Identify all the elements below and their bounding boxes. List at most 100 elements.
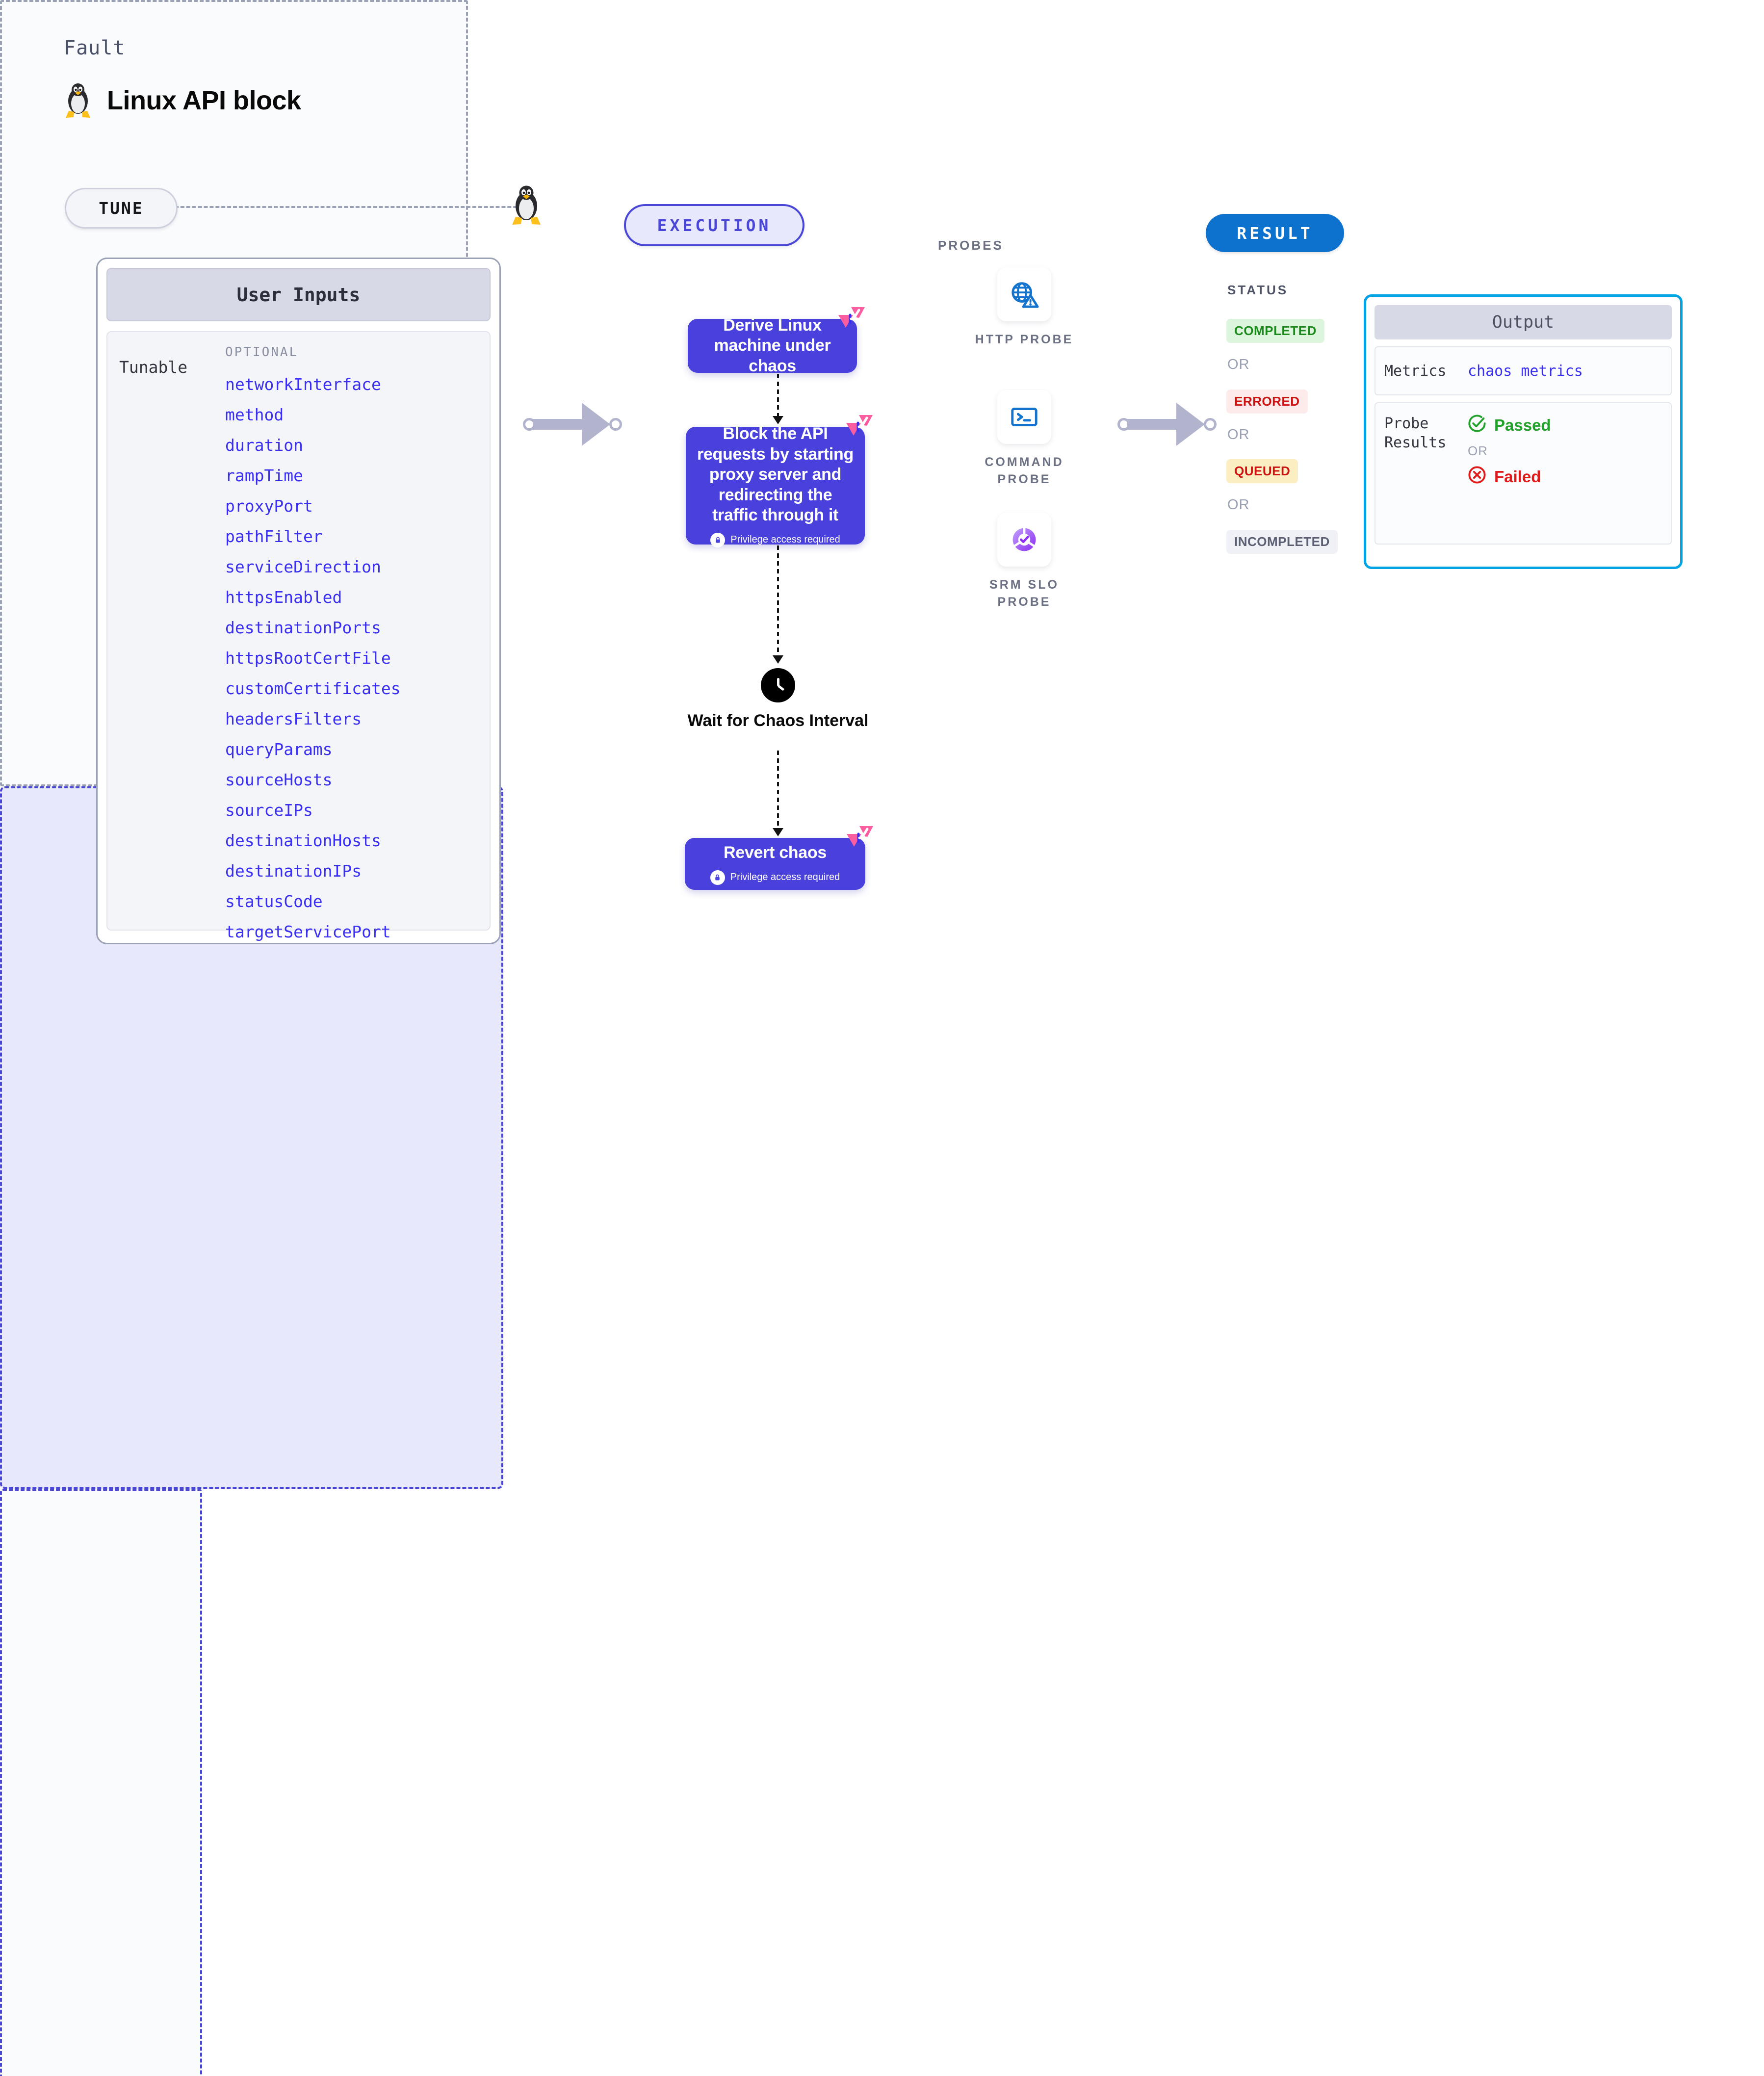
tune-top-dashed-line [175, 206, 529, 208]
connector-arrowhead [582, 403, 610, 446]
tunable-panel: Tunable OPTIONAL networkInterface method… [106, 331, 491, 940]
privilege-note: Privilege access required [710, 870, 840, 885]
tunable-param[interactable]: statusCode [225, 892, 323, 911]
tunable-param[interactable]: destinationHosts [225, 831, 381, 850]
globe-warning-icon [997, 267, 1051, 321]
litmus-chaos-icon [836, 306, 866, 333]
metrics-value[interactable]: chaos metrics [1468, 362, 1583, 380]
x-circle-icon [1468, 466, 1486, 488]
tunable-param[interactable]: destinationPorts [225, 618, 381, 637]
clock-icon [761, 668, 795, 702]
or-label: OR [1227, 497, 1250, 513]
tunable-param[interactable]: serviceDirection [225, 557, 381, 576]
user-inputs-card: User Inputs Tunable OPTIONAL networkInte… [96, 258, 501, 944]
litmus-chaos-icon [845, 825, 874, 852]
page-title: Linux API block [107, 86, 301, 115]
flow-connector [777, 545, 779, 657]
tunable-group-label: Tunable [119, 358, 188, 377]
tunable-param[interactable]: customCertificates [225, 679, 401, 698]
stage-pill-execution[interactable]: EXECUTION [624, 204, 804, 246]
flow-arrowhead [773, 655, 783, 664]
connector-execution-to-result [1117, 402, 1225, 446]
output-header: Output [1375, 305, 1672, 339]
probe-label: SRM SLO PROBE [989, 578, 1059, 609]
execution-step-text: Derive Linux machine under chaos [714, 315, 831, 375]
tunable-param[interactable]: httpsRootCertFile [225, 649, 391, 668]
probe-result-passed-text: Passed [1494, 416, 1551, 434]
probe-result-failed: Failed [1468, 466, 1551, 488]
probe-label: HTTP PROBE [975, 333, 1074, 346]
linux-penguin-icon [64, 81, 92, 120]
privilege-note-text: Privilege access required [730, 534, 840, 545]
probes-title: PROBES [938, 238, 1004, 253]
tunable-param[interactable]: rampTime [225, 466, 303, 485]
connector-arrowhead [1176, 403, 1205, 446]
probe-results-values: Passed OR Failed [1468, 414, 1551, 533]
check-circle-icon [1468, 414, 1486, 437]
status-badge-incompleted: INCOMPLETED [1226, 530, 1338, 554]
stage-pill-tune[interactable]: TUNE [65, 188, 178, 229]
tunable-param[interactable]: method [225, 405, 284, 424]
tunable-param[interactable]: destinationIPs [225, 861, 362, 881]
tunable-param[interactable]: queryParams [225, 740, 333, 759]
slo-donut-check-icon [997, 513, 1051, 567]
probe-label: COMMAND PROBE [985, 455, 1064, 486]
litmus-chaos-icon [844, 414, 874, 441]
flow-connector [777, 374, 779, 418]
probe-result-passed: Passed [1468, 414, 1551, 437]
execution-step-card[interactable]: Block the API requests by starting proxy… [686, 415, 873, 547]
lock-icon [710, 870, 725, 885]
connector-end-dot [609, 418, 622, 431]
tunable-param[interactable]: sourceIPs [225, 801, 313, 820]
or-label: OR [1227, 357, 1250, 372]
execution-step-card[interactable]: Revert chaos Privilege access required [685, 826, 873, 890]
connector-bar [1127, 419, 1181, 430]
lock-icon [710, 532, 726, 547]
probe-result-failed-text: Failed [1494, 467, 1541, 486]
probe-results-label-text: Probe Results [1384, 415, 1447, 451]
status-badge-errored: ERRORED [1226, 389, 1308, 414]
flow-arrowhead [773, 828, 783, 836]
probe-results-label: Probe Results [1384, 414, 1468, 533]
stage-pill-result[interactable]: RESULT [1206, 214, 1344, 252]
probe-http[interactable]: HTTP PROBE [963, 267, 1086, 348]
tunable-param[interactable]: duration [225, 436, 303, 455]
tunable-param-list: OPTIONAL networkInterface method duratio… [225, 345, 490, 940]
tunable-param[interactable]: headersFilters [225, 709, 362, 728]
or-label: OR [1227, 427, 1250, 442]
status-badge-completed: COMPLETED [1226, 319, 1324, 343]
connector-tune-to-execution [523, 402, 631, 446]
execution-step-text: Revert chaos [724, 843, 827, 862]
user-inputs-header: User Inputs [106, 268, 491, 321]
tunable-param[interactable]: proxyPort [225, 496, 313, 516]
probe-command[interactable]: COMMAND PROBE [963, 390, 1086, 488]
optional-section-label: OPTIONAL [225, 345, 299, 360]
output-probe-results-row: Probe Results Passed OR [1375, 402, 1672, 545]
probes-region [0, 1489, 202, 2076]
tunable-param[interactable]: pathFilter [225, 527, 323, 546]
privilege-note-text: Privilege access required [730, 872, 840, 883]
execution-step-text: Block the API requests by starting proxy… [697, 424, 854, 525]
or-label: OR [1468, 443, 1488, 458]
flow-arrowhead [773, 416, 783, 424]
privilege-note: Privilege access required [710, 532, 840, 547]
probe-srm-slo[interactable]: SRM SLO PROBE [963, 513, 1086, 610]
tunable-param[interactable]: sourceHosts [225, 770, 333, 789]
connector-bar [533, 419, 587, 430]
output-metrics-row: Metrics chaos metrics [1375, 346, 1672, 395]
tunable-param[interactable]: networkInterface [225, 375, 381, 394]
execution-step-text: Wait for Chaos Interval [687, 711, 869, 730]
tunable-param[interactable]: targetServicePort [225, 922, 391, 941]
linux-penguin-icon [510, 183, 543, 227]
fault-label: Fault [64, 37, 126, 59]
terminal-icon [997, 390, 1051, 444]
output-card: Output Metrics chaos metrics Probe Resul… [1364, 294, 1683, 569]
connector-end-dot [1204, 418, 1217, 431]
metrics-label: Metrics [1384, 362, 1447, 380]
flow-connector [777, 751, 779, 830]
fault-title-row: Linux API block [64, 78, 301, 123]
execution-step-card[interactable]: Derive Linux machine under chaos [688, 307, 865, 375]
status-title: STATUS [1227, 283, 1289, 297]
tunable-param[interactable]: httpsEnabled [225, 588, 342, 607]
status-badge-queued: QUEUED [1226, 459, 1298, 483]
